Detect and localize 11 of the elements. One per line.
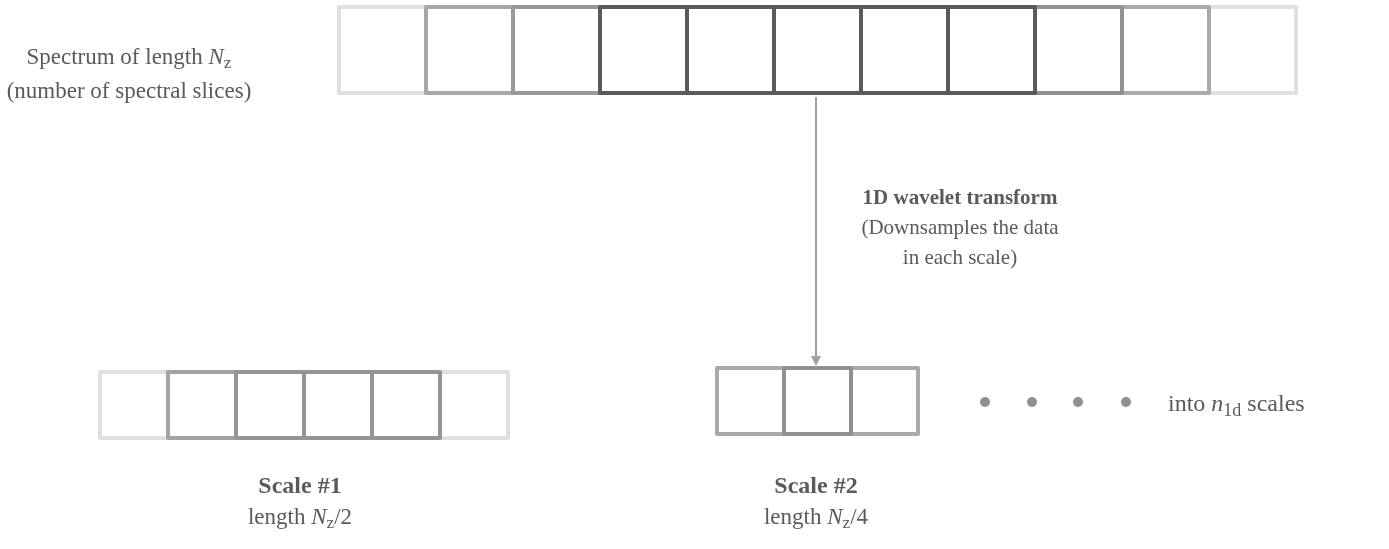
caption-text: Spectrum of length N$_{z}$ (number of spectral slices) (5, 43, 253, 105)
caption-text: length N$_{z}$/2 (247, 503, 353, 534)
edge-label: 1D wavelet transform (Downsamples the data in each scale) (860, 184, 1060, 271)
slice-cell (370, 370, 442, 440)
scale-title: Scale #1 (258, 471, 342, 500)
arrow (811, 96, 821, 366)
slice-cell (946, 5, 1037, 95)
scale-title: Scale #2 (774, 471, 858, 500)
caption-text: length N$_{z}$/4 (763, 503, 869, 534)
note-text: into n$_{1d}$ scales (1168, 389, 1305, 421)
slice-cell (782, 366, 853, 436)
